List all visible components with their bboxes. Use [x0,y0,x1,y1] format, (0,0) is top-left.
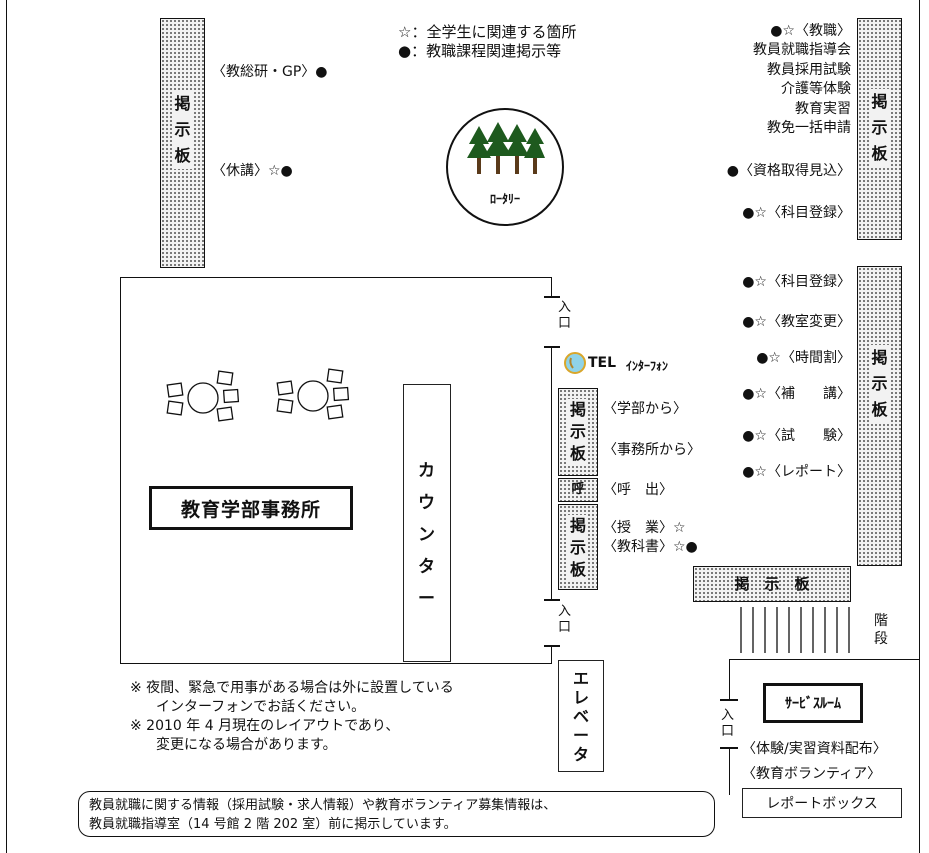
phone-icon [564,352,586,374]
service-left-wall-top [729,659,730,699]
building-left-wall [120,277,121,664]
board-char-1: 掲 [172,91,193,117]
board-char-3: 板 [869,397,890,423]
board-char-1: 掲 [869,345,890,371]
right-item-kyoshitsu: ●☆〈教室変更〉 [742,314,851,330]
outer-left-border [6,0,7,853]
left-board: 掲 示 板 [160,18,205,268]
tel-sub: ｲﾝﾀｰﾌｫﾝ [626,359,669,373]
entrance1-label: 入口 [558,300,572,331]
kyoshoku-line-3: 介護等体験 [781,81,851,97]
footer-box: 教員就職に関する情報（採用試験・求人情報）や教育ボランティア募集情報は、 教員就… [78,791,715,837]
board-char-2: 示 [869,371,890,397]
entrance2-wall-bottom [551,645,552,664]
service-entrance-tick-top [720,699,738,701]
building-bottom-wall [120,663,552,664]
service-room-title: ｻｰﾋﾞｽﾙｰﾑ [785,696,841,712]
right-item-kamoku: ●☆〈科目登録〉 [742,274,851,290]
note-line-2: インターフォンでお話ください。 [156,699,366,715]
center-item-jimusho: 〈事務所から〉 [603,442,701,458]
legend-star: ☆：全学生に関連する箇所 [398,23,577,41]
board-char-2: 示 [172,117,193,143]
legend-dot: ●：教職課程関連掲示等 [398,42,562,60]
stairs-label: 階段 [874,613,888,647]
service-top-wall [729,659,919,660]
right-top-kamoku: ●☆〈科目登録〉 [742,205,851,221]
tel-label: TEL [588,355,617,371]
kyoshoku-line-2: 教員採用試験 [767,61,851,78]
kyoshoku-line-4: 教育実習 [795,100,851,117]
office-title: 教育学部事務所 [180,498,321,521]
kyoshoku-line-5: 教免一括申請 [767,120,851,136]
service-left-wall-bottom [729,747,730,795]
note-line-4: 変更になる場合があります。 [156,737,337,753]
board-char-1: 掲 [568,515,588,537]
board-char-3: 板 [869,141,890,167]
center-board-upper: 掲 示 板 [558,388,598,476]
yobi-box: 呼 [558,478,598,502]
rotary: ﾛｰﾀﾘｰ [446,108,564,226]
center-item-kyokasho: 〈教科書〉☆● [603,539,698,555]
center-item-yobi: 〈呼 出〉 [603,482,673,498]
board-char-2: 示 [869,115,890,141]
rotary-label: ﾛｰﾀﾘｰ [489,192,520,206]
board-char-3: 板 [568,559,588,581]
center-board-lower: 掲 示 板 [558,504,598,590]
stairs-icon [740,607,850,653]
right-mid-board: 掲 示 板 [857,266,902,566]
center-item-jugyo: 〈授 業〉☆ [603,520,686,536]
stairs-board-label: 掲 示 板 [734,575,810,593]
right-mid-items: ●☆〈科目登録〉 ●☆〈教室変更〉 ●☆〈時間割〉 ●☆〈補 講〉 ●☆〈試 験… [742,271,851,481]
elevator-label: エレベータ [573,669,590,764]
service-item-taiken: 〈体験/実習資料配布〉 [742,741,887,757]
note-line-3: ※ 2010 年 4 月現在のレイアウトであり、 [130,718,400,734]
right-top-board: 掲 示 板 [857,18,902,240]
entrance1-wall-top [551,277,552,297]
counter: カウンター [403,384,451,662]
report-box-label: レポートボックス [766,796,878,812]
right-top-lines: 教員就職指導会 教員採用試験 介護等体験 教育実習 教免一括申請 [753,41,851,139]
service-item-volunteer: 〈教育ボランティア〉 [742,766,882,782]
board-char-2: 示 [568,421,588,443]
counter-label: カウンター [418,461,435,609]
center-item-gakubu: 〈学部から〉 [603,401,687,417]
left-board-item-kyosoken: 〈教総研・GP〉● [212,64,328,80]
outer-right-border [919,0,920,853]
note-line-1: ※ 夜間、緊急で用事がある場合は外に設置している [130,680,454,696]
notes: ※ 夜間、緊急で用事がある場合は外に設置している インターフォンでお話ください。… [130,679,454,755]
entrance2-tick-top [544,599,560,601]
board-char-1: 掲 [869,89,890,115]
right-item-hoko: ●☆〈補 講〉 [742,386,851,402]
right-item-shiken: ●☆〈試 験〉 [742,428,851,444]
tables-icon [166,368,350,422]
office-title-box: 教育学部事務所 [149,486,353,530]
service-room-box: ｻｰﾋﾞｽﾙｰﾑ [763,683,863,723]
yobi-box-label: 呼 [571,482,585,497]
footer-line-2: 教員就職指導室（14 号館 2 階 202 室）前に掲示しています。 [89,817,457,832]
report-box: レポートボックス [742,788,902,818]
board-char-3: 板 [172,143,193,169]
right-item-report: ●☆〈レポート〉 [742,464,851,480]
board-char-1: 掲 [568,399,588,421]
board-char-3: 板 [568,443,588,465]
entrance1-tick-bottom [544,346,560,348]
stairs-board: 掲 示 板 [693,566,851,602]
entrance1-tick-top [544,296,560,298]
elevator: エレベータ [558,660,604,772]
entrance2-label: 入口 [558,604,572,635]
right-item-jikanwari: ●☆〈時間割〉 [756,350,851,366]
trees-icon [467,122,545,174]
left-board-item-kyuko: 〈休講〉☆● [212,163,293,179]
kyoshoku-line-1: 教員就職指導会 [753,42,851,58]
building-top-wall [120,277,552,278]
entrance2-tick-bottom [544,645,560,647]
board-char-2: 示 [568,537,588,559]
inner-wall [551,347,552,599]
footer-line-1: 教員就職に関する情報（採用試験・求人情報）や教育ボランティア募集情報は、 [89,798,557,813]
service-entrance-label: 入口 [721,708,735,739]
right-top-header: ●☆〈教職〉 [770,23,851,39]
right-top-shikaku: ●〈資格取得見込〉 [726,163,851,179]
